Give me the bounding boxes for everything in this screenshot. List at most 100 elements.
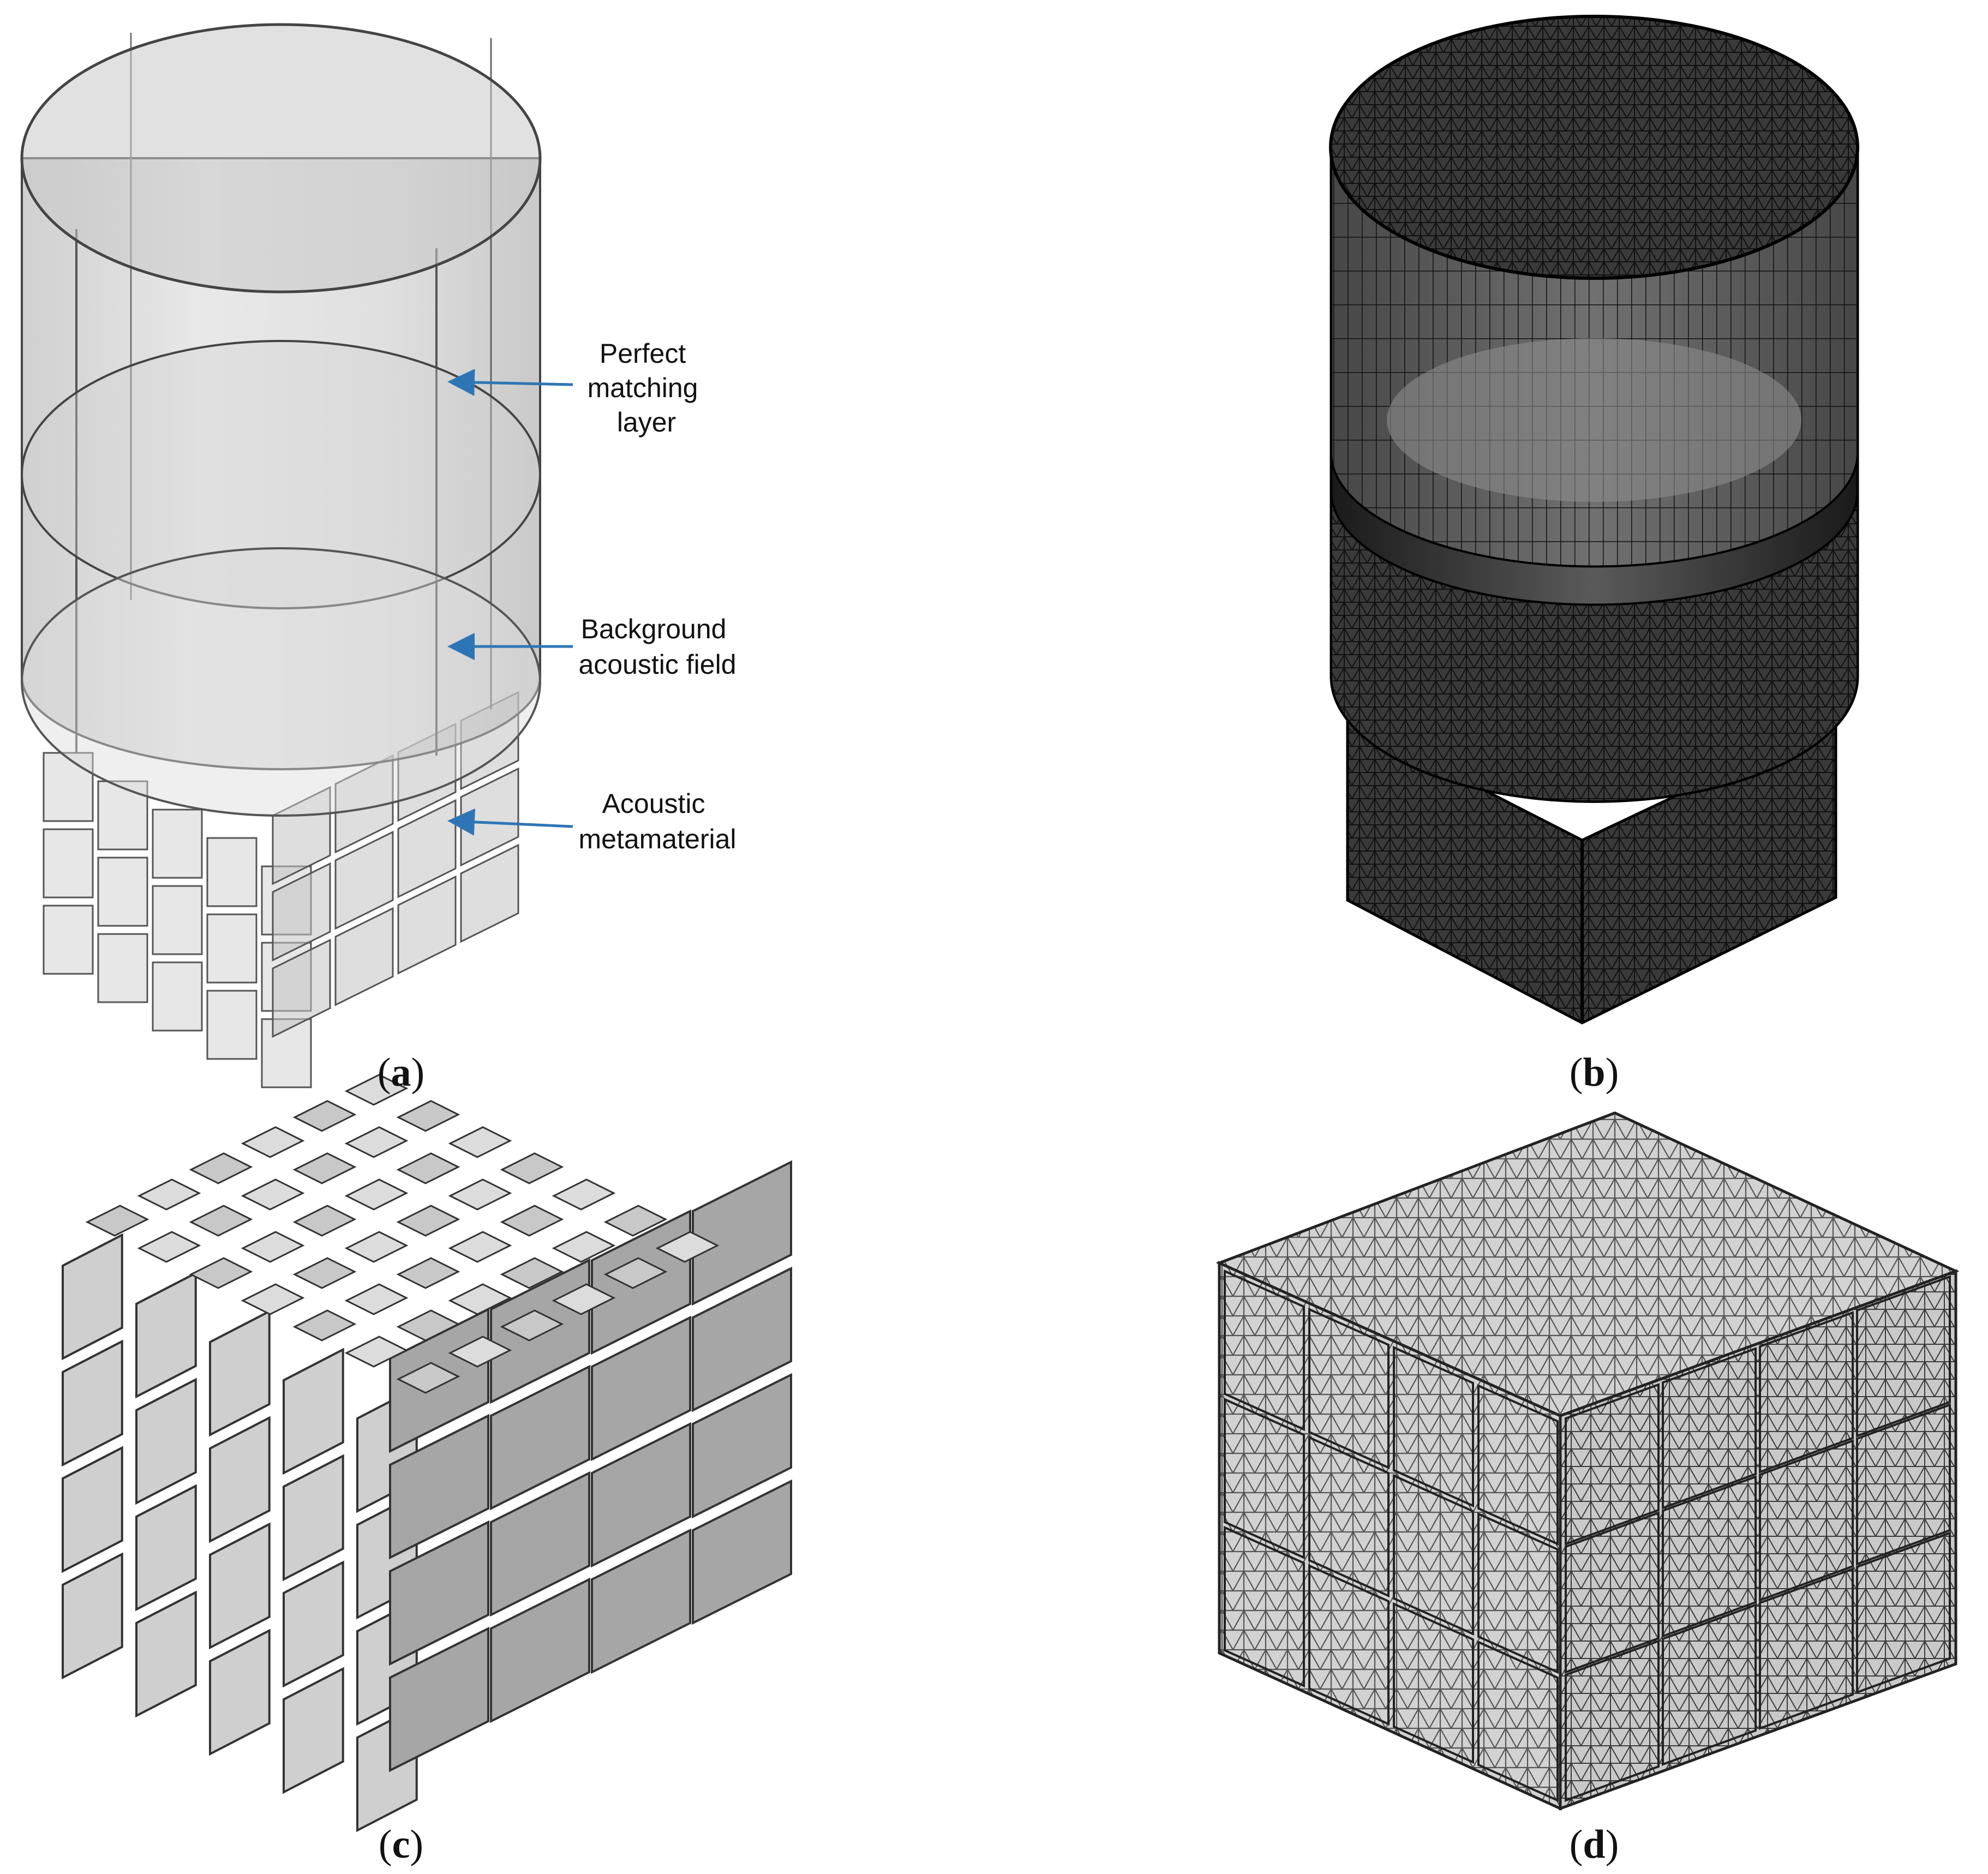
panel-a-block bbox=[334, 830, 394, 930]
panel-c-top-block bbox=[396, 1362, 460, 1394]
panel-c-block bbox=[209, 1309, 271, 1437]
panel-c-block bbox=[389, 1414, 489, 1560]
panel-d-block bbox=[1224, 1397, 1305, 1560]
pml-arrow bbox=[447, 368, 573, 396]
panel-c-block bbox=[490, 1471, 590, 1617]
panel-d-block bbox=[1308, 1564, 1390, 1726]
panel-c-top-block bbox=[448, 1231, 512, 1263]
panel-c-block bbox=[283, 1454, 344, 1582]
panel-a-block bbox=[152, 885, 203, 955]
panel-a-bottom-cap bbox=[21, 547, 541, 817]
panel-c-block bbox=[591, 1422, 691, 1568]
metamaterial-arrow bbox=[447, 808, 573, 836]
panel-d-block bbox=[1393, 1474, 1474, 1636]
panel-a-block bbox=[334, 754, 394, 854]
panel-c-top-block bbox=[448, 1336, 512, 1368]
panel-c-top-block bbox=[137, 1178, 201, 1211]
panel-c-top-block bbox=[189, 1257, 253, 1289]
pml-label: Perfect matching layer bbox=[588, 338, 706, 438]
panel-c-top-block bbox=[603, 1205, 668, 1237]
panel-c-block bbox=[135, 1590, 197, 1718]
panel-c-block bbox=[692, 1373, 792, 1519]
panel-a-block bbox=[206, 913, 258, 984]
panel-c-top-block bbox=[344, 1336, 409, 1368]
panel-d-block bbox=[1662, 1603, 1757, 1766]
panel-c-block bbox=[283, 1667, 344, 1794]
panel-c-block bbox=[490, 1577, 590, 1723]
panel-a-block bbox=[460, 843, 519, 943]
panel-c-top-block bbox=[292, 1309, 357, 1342]
panel-a-block bbox=[334, 907, 394, 1007]
panel-c-top-block bbox=[500, 1309, 564, 1342]
panel-c-top-block bbox=[552, 1178, 616, 1211]
panel-c-block bbox=[283, 1560, 344, 1688]
panel-c-top-block bbox=[241, 1126, 305, 1158]
panel-c-block bbox=[62, 1339, 123, 1467]
panel-c-top-block bbox=[448, 1283, 512, 1315]
panel-a-block bbox=[206, 837, 258, 907]
panel-c-top-block bbox=[344, 1231, 409, 1263]
panel-a-block bbox=[397, 799, 457, 899]
panel-a-block bbox=[272, 938, 331, 1038]
panel-c-top-block bbox=[448, 1178, 512, 1211]
panel-c-top-block bbox=[241, 1283, 305, 1315]
panel-c-top-block bbox=[500, 1152, 564, 1184]
panel-c-block bbox=[209, 1416, 271, 1543]
panel-d-block bbox=[1856, 1531, 1951, 1694]
panel-c-top-block bbox=[292, 1100, 357, 1132]
panel-c-block bbox=[692, 1266, 792, 1412]
panel-a-block bbox=[397, 875, 457, 975]
panel-d-block bbox=[1565, 1639, 1660, 1802]
caption-a: (a) bbox=[378, 1050, 424, 1095]
panel-b-mesh-model bbox=[1329, 15, 1859, 1025]
panel-a-block bbox=[206, 990, 258, 1060]
panel-c-top-block bbox=[500, 1205, 564, 1237]
panel-c-block bbox=[62, 1446, 123, 1573]
panel-c-top-block bbox=[396, 1309, 460, 1342]
panel-d-block bbox=[1759, 1439, 1854, 1602]
panel-d-top-face bbox=[1215, 1111, 1960, 1417]
panel-c-top-block bbox=[396, 1205, 460, 1237]
panel-d-block bbox=[1662, 1347, 1757, 1510]
panel-c-top-block bbox=[552, 1231, 616, 1263]
panel-d-block bbox=[1759, 1311, 1854, 1474]
panel-c-top-block bbox=[552, 1283, 616, 1315]
panel-c-top-block bbox=[137, 1231, 201, 1263]
panel-d-block bbox=[1224, 1525, 1305, 1688]
panel-d-metamaterial-mesh bbox=[1215, 1111, 1960, 1811]
panel-d-block bbox=[1565, 1383, 1660, 1546]
panel-d-block bbox=[1308, 1435, 1390, 1598]
panel-d-block bbox=[1393, 1345, 1474, 1508]
panel-c-block bbox=[135, 1484, 197, 1612]
panel-c-block bbox=[135, 1271, 197, 1399]
panel-c-block bbox=[209, 1628, 271, 1756]
panel-a-metamaterial-blocks bbox=[43, 691, 519, 1088]
panel-d-block bbox=[1856, 1275, 1951, 1438]
caption-c: (c) bbox=[379, 1822, 423, 1867]
panel-d-block bbox=[1477, 1512, 1559, 1674]
background-label: Background acoustic field bbox=[578, 614, 736, 680]
panel-b-top-cap bbox=[1329, 15, 1859, 280]
panel-d-block bbox=[1565, 1511, 1660, 1674]
panel-c-block bbox=[389, 1626, 489, 1773]
panel-a-top-cap bbox=[20, 23, 542, 294]
caption-b: (b) bbox=[1570, 1050, 1619, 1095]
panel-a-block bbox=[272, 786, 331, 885]
panel-c-top-block bbox=[396, 1152, 460, 1184]
panel-c-block bbox=[591, 1315, 691, 1462]
panel-c-top-block bbox=[344, 1126, 409, 1158]
panel-c-block bbox=[591, 1528, 691, 1674]
panel-c-block bbox=[692, 1479, 792, 1625]
panel-d-block bbox=[1308, 1307, 1390, 1470]
panel-c-top-block bbox=[603, 1257, 668, 1289]
panel-d-block bbox=[1393, 1602, 1474, 1764]
panel-a-block bbox=[272, 862, 331, 962]
panel-a-block bbox=[43, 828, 94, 899]
panel-a-pml-interface bbox=[21, 340, 541, 609]
panel-c-top-block bbox=[396, 1100, 460, 1132]
panel-d-block bbox=[1662, 1475, 1757, 1638]
panel-c-top-block bbox=[241, 1231, 305, 1263]
panel-c-top-block bbox=[292, 1257, 357, 1289]
panel-d-block bbox=[1224, 1269, 1305, 1432]
panel-c-top-block bbox=[500, 1257, 564, 1289]
